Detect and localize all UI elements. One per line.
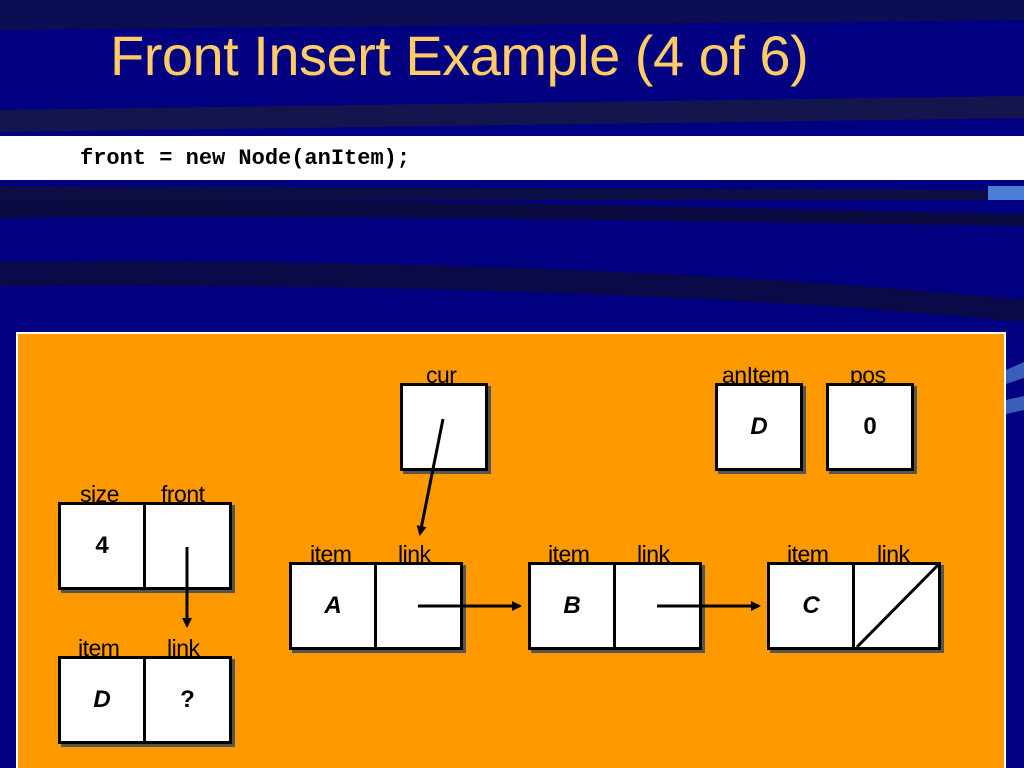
node-a-link-box	[377, 562, 463, 650]
size-box: 4	[58, 502, 146, 590]
size-label: size	[80, 481, 119, 507]
code-statement: front = new Node(anItem);	[80, 146, 411, 171]
node-a-link-label: link	[398, 541, 431, 567]
anitem-label: anItem	[722, 362, 790, 388]
cur-label: cur	[426, 362, 457, 388]
node-b-item-box: B	[528, 562, 616, 650]
new-node-link-label: link	[167, 635, 200, 661]
front-label: front	[161, 481, 205, 507]
anitem-box: D	[715, 383, 803, 471]
node-c-item-box: C	[767, 562, 855, 650]
new-node-link-box: ?	[146, 656, 232, 744]
front-box	[146, 502, 232, 590]
node-b-link-label: link	[637, 541, 670, 567]
slide-title: Front Insert Example (4 of 6)	[110, 24, 809, 87]
node-b-item-label: item	[548, 541, 590, 567]
pos-label: pos	[850, 362, 886, 388]
node-c-link-label: link	[877, 541, 910, 567]
new-node-item-box: D	[58, 656, 146, 744]
node-a-item-label: item	[310, 541, 352, 567]
cur-box	[400, 383, 488, 471]
pos-box: 0	[826, 383, 914, 471]
node-c-link-box	[855, 562, 941, 650]
new-node-item-label: item	[78, 635, 120, 661]
code-bar: front = new Node(anItem);	[0, 136, 1024, 180]
node-b-link-box	[616, 562, 702, 650]
node-a-item-box: A	[289, 562, 377, 650]
node-c-item-label: item	[787, 541, 829, 567]
